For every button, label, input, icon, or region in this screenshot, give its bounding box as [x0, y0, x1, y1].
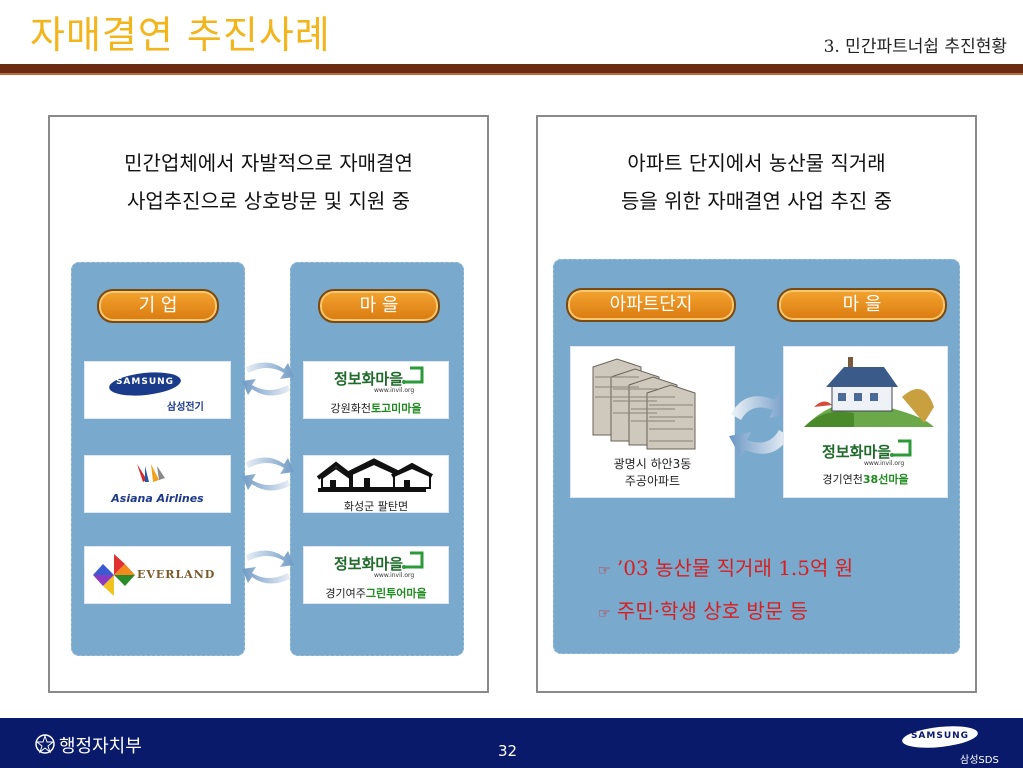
samsung-sds-label: 삼성SDS	[960, 755, 999, 766]
village-card-paltan: 화성군 팔탄면	[303, 455, 449, 513]
samsung-wordmark: SAMSUNG	[115, 377, 175, 387]
village-name: 그린투어마을	[365, 587, 427, 600]
village-pill-right: 마 을	[777, 288, 947, 322]
header-rule	[0, 64, 1023, 73]
everland-logo: EVERLAND	[84, 546, 231, 604]
left-panel-heading: 민간업체에서 자발적으로 자매결연 사업추진으로 상호방문 및 지원 중	[50, 144, 487, 220]
arrow-pair-1	[242, 362, 294, 396]
invil-brand-1: 정보화마을	[334, 370, 404, 388]
village-prefix: 강원화천	[330, 402, 371, 415]
cycle-arrows	[729, 392, 791, 458]
invil-brand-3: 정보화마을	[334, 555, 404, 573]
village-caption-paltan: 화성군 팔탄면	[343, 500, 409, 513]
invil-url-1: www.invil.org	[374, 387, 415, 394]
samsung-electro-label: 삼성전기	[167, 402, 204, 413]
apartment-pill: 아파트단지	[566, 288, 736, 322]
pinwheel-icon	[93, 554, 135, 596]
invil-brand-right: 정보화마을	[822, 443, 892, 461]
village-houses-icon	[316, 458, 433, 492]
apartment-card: 광명시 하안3동 주공아파트	[570, 346, 735, 498]
asiana-wordmark: Asiana Airlines	[111, 492, 204, 505]
footer-bar	[0, 718, 1023, 768]
exchange-arrows	[242, 362, 294, 584]
village-card-togomi: 정보화마을 www.invil.org 강원화천토고미마을	[303, 361, 449, 419]
village-caption-greentour: 경기여주그린투어마을	[304, 585, 448, 601]
left-heading-line2: 사업추진으로 상호방문 및 지원 중	[126, 189, 411, 213]
right-panel-heading: 아파트 단지에서 농산물 직거래 등을 위한 자매결연 사업 추진 중	[538, 144, 975, 220]
page-title: 자매결연 추진사례	[30, 13, 331, 57]
village-pill: 마 을	[318, 289, 440, 323]
left-heading-line1: 민간업체에서 자발적으로 자매결연	[124, 151, 413, 175]
asiana-logo: Asiana Airlines	[84, 455, 231, 513]
right-heading-line2: 등을 위한 자매결연 사업 추진 중	[621, 189, 892, 213]
farmhouse-icon	[804, 357, 934, 427]
bullet-text-1: ’03 농산물 직거래 1.5억 원	[616, 556, 854, 580]
arrow-pair-3	[242, 550, 294, 584]
apartment-pill-label: 아파트단지	[609, 294, 693, 315]
pointing-hand-icon: ☞	[598, 606, 611, 622]
ministry-emblem-icon	[35, 734, 55, 754]
arrow-pair-2	[242, 457, 294, 491]
invil-bracket-icon	[402, 551, 424, 569]
invil-bracket-icon	[890, 439, 912, 457]
ministry-name: 행정자치부	[59, 736, 142, 757]
village-prefix: 경기연천	[822, 473, 863, 486]
header-rule-accent	[0, 73, 1023, 75]
samsung-footer-wordmark: SAMSUNG	[910, 731, 970, 741]
bullet-item-2: ☞ 주민·학생 상호 방문 등	[598, 595, 808, 624]
invil-bracket-icon	[402, 366, 424, 384]
invil-url-right: www.invil.org	[864, 460, 905, 467]
invil-url-3: www.invil.org	[374, 572, 415, 579]
samsung-ellipse-icon	[109, 372, 181, 396]
village-name: 토고미마을	[370, 402, 422, 415]
company-pill: 기 업	[97, 289, 219, 323]
apartment-buildings-icon	[592, 358, 696, 450]
page-number: 32	[498, 742, 518, 760]
village-name: 38선마을	[862, 473, 909, 486]
village-caption-38: 경기연천38선마을	[784, 471, 947, 487]
everland-wordmark: EVERLAND	[137, 568, 216, 581]
apartment-caption-1: 광명시 하안3동	[613, 457, 692, 471]
bullet-text-2: 주민·학생 상호 방문 등	[616, 599, 808, 623]
village-caption-togomi: 강원화천토고미마을	[304, 400, 448, 416]
village-card-38: 정보화마을 www.invil.org 경기연천38선마을	[783, 346, 948, 498]
apartment-caption-2: 주공아파트	[624, 474, 681, 488]
pointing-hand-icon: ☞	[598, 563, 611, 579]
village-prefix: 경기여주	[325, 587, 366, 600]
samsung-logo-icon	[902, 726, 978, 748]
village-card-greentour: 정보화마을 www.invil.org 경기여주그린투어마을	[303, 546, 449, 604]
asiana-wing-icon	[137, 464, 165, 482]
bullet-item-1: ☞ ’03 농산물 직거래 1.5억 원	[598, 552, 853, 581]
section-label: 3. 민간파트너쉽 추진현황	[823, 37, 1007, 57]
samsung-electro-logo: SAMSUNG 삼성전기	[84, 361, 231, 419]
right-heading-line1: 아파트 단지에서 농산물 직거래	[627, 151, 886, 175]
